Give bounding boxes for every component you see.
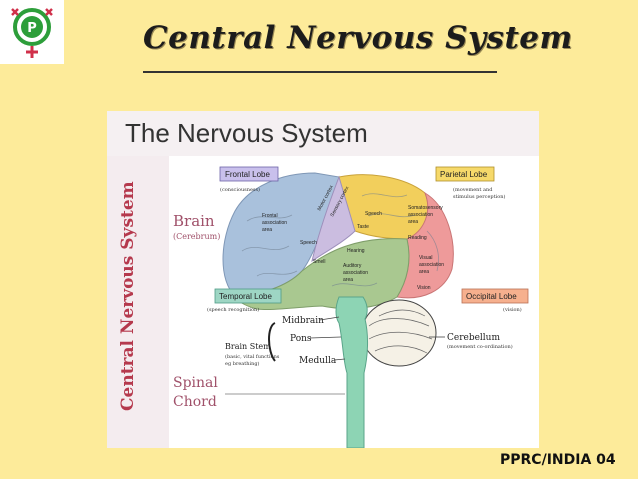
label-parietal-lobe: Parietal Lobe — [440, 170, 488, 179]
cerebellum-folds — [368, 309, 433, 354]
sensory-cortex-shape — [311, 175, 356, 263]
label-spinal: Spinal — [173, 375, 218, 391]
temporal-label-box — [214, 288, 282, 304]
label-parietal-note1: (movement and — [453, 186, 493, 193]
label-chord: Chord — [173, 394, 217, 410]
figure-heading-band — [107, 111, 539, 156]
side-label: Central Nervous System — [118, 181, 138, 411]
label-pons: Pons — [290, 334, 312, 344]
midbrain-leader — [319, 316, 340, 321]
nervous-system-diagram: The Nervous System Central Nervous Syste… — [107, 111, 539, 448]
footer-label: PPRC/INDIA 04 — [500, 452, 616, 468]
area-soma-1: Somatosensory — [408, 205, 443, 211]
area-soma-3: area — [408, 219, 418, 225]
brain-stem-shape — [335, 296, 368, 448]
area-frontal-1: Frontal — [262, 213, 278, 219]
area-soma-2: association — [408, 212, 433, 218]
area-reading: Reading — [408, 235, 427, 241]
label-cerebrum: (Cerebrum) — [173, 232, 220, 241]
label-brain-stem: Brain Stem — [225, 342, 271, 351]
svg-text:P: P — [27, 21, 37, 36]
area-taste: Taste — [357, 224, 369, 230]
label-frontal-lobe: Frontal Lobe — [225, 170, 270, 179]
area-frontal-2: association — [262, 220, 287, 226]
area-vision: Vision — [417, 285, 431, 291]
side-band — [107, 156, 169, 448]
label-brain-stem-note1: (basic, vital functions — [225, 353, 280, 360]
brain-stem-brace — [268, 322, 276, 362]
label-temporal-note: (speech recognition) — [207, 306, 259, 313]
logo: P — [0, 0, 64, 64]
area-speech-lower: Speech — [300, 240, 317, 246]
area-speech-upper: Speech — [365, 211, 382, 217]
label-occipital-lobe: Occipital Lobe — [466, 292, 517, 301]
area-frontal-3: area — [262, 227, 272, 233]
figure-heading: The Nervous System — [125, 118, 368, 148]
parietal-label-box — [435, 166, 495, 182]
frontal-label-box — [219, 166, 279, 182]
area-hearing: Hearing — [347, 248, 365, 254]
title-underline — [143, 71, 497, 73]
area-vis-2: association — [419, 262, 444, 268]
medulla-leader — [333, 358, 346, 361]
area-aud-3: area — [343, 277, 353, 283]
label-cerebellum: Cerebellum — [447, 333, 500, 343]
label-brain-stem-note2: eg breathing) — [225, 360, 260, 367]
label-frontal-note: (consciousness) — [220, 186, 260, 193]
area-aud-2: association — [343, 270, 368, 276]
occipital-label-box — [461, 288, 529, 304]
label-occipital-note: (vision) — [503, 306, 522, 313]
pons-leader — [309, 336, 342, 339]
area-aud-1: Auditory — [343, 263, 362, 269]
label-parietal-note2: stimulus perception) — [453, 193, 505, 200]
label-midbrain: Midbrain — [282, 316, 324, 326]
label-cerebellum-note: (movement co-ordination) — [447, 343, 513, 350]
area-smell: Smell — [313, 259, 326, 265]
area-vis-1: Visual — [419, 255, 433, 261]
occipital-lobe-shape — [396, 191, 454, 299]
area-vis-3: area — [419, 269, 429, 275]
label-temporal-lobe: Temporal Lobe — [219, 292, 272, 301]
pprc-logo-icon: P — [11, 8, 53, 58]
nervous-system-figure: The Nervous System Central Nervous Syste… — [107, 111, 539, 448]
brain-gyri — [241, 193, 439, 287]
label-medulla: Medulla — [299, 356, 337, 366]
label-brain: Brain — [173, 212, 215, 230]
slide-title: Central Nervous System — [143, 20, 573, 56]
